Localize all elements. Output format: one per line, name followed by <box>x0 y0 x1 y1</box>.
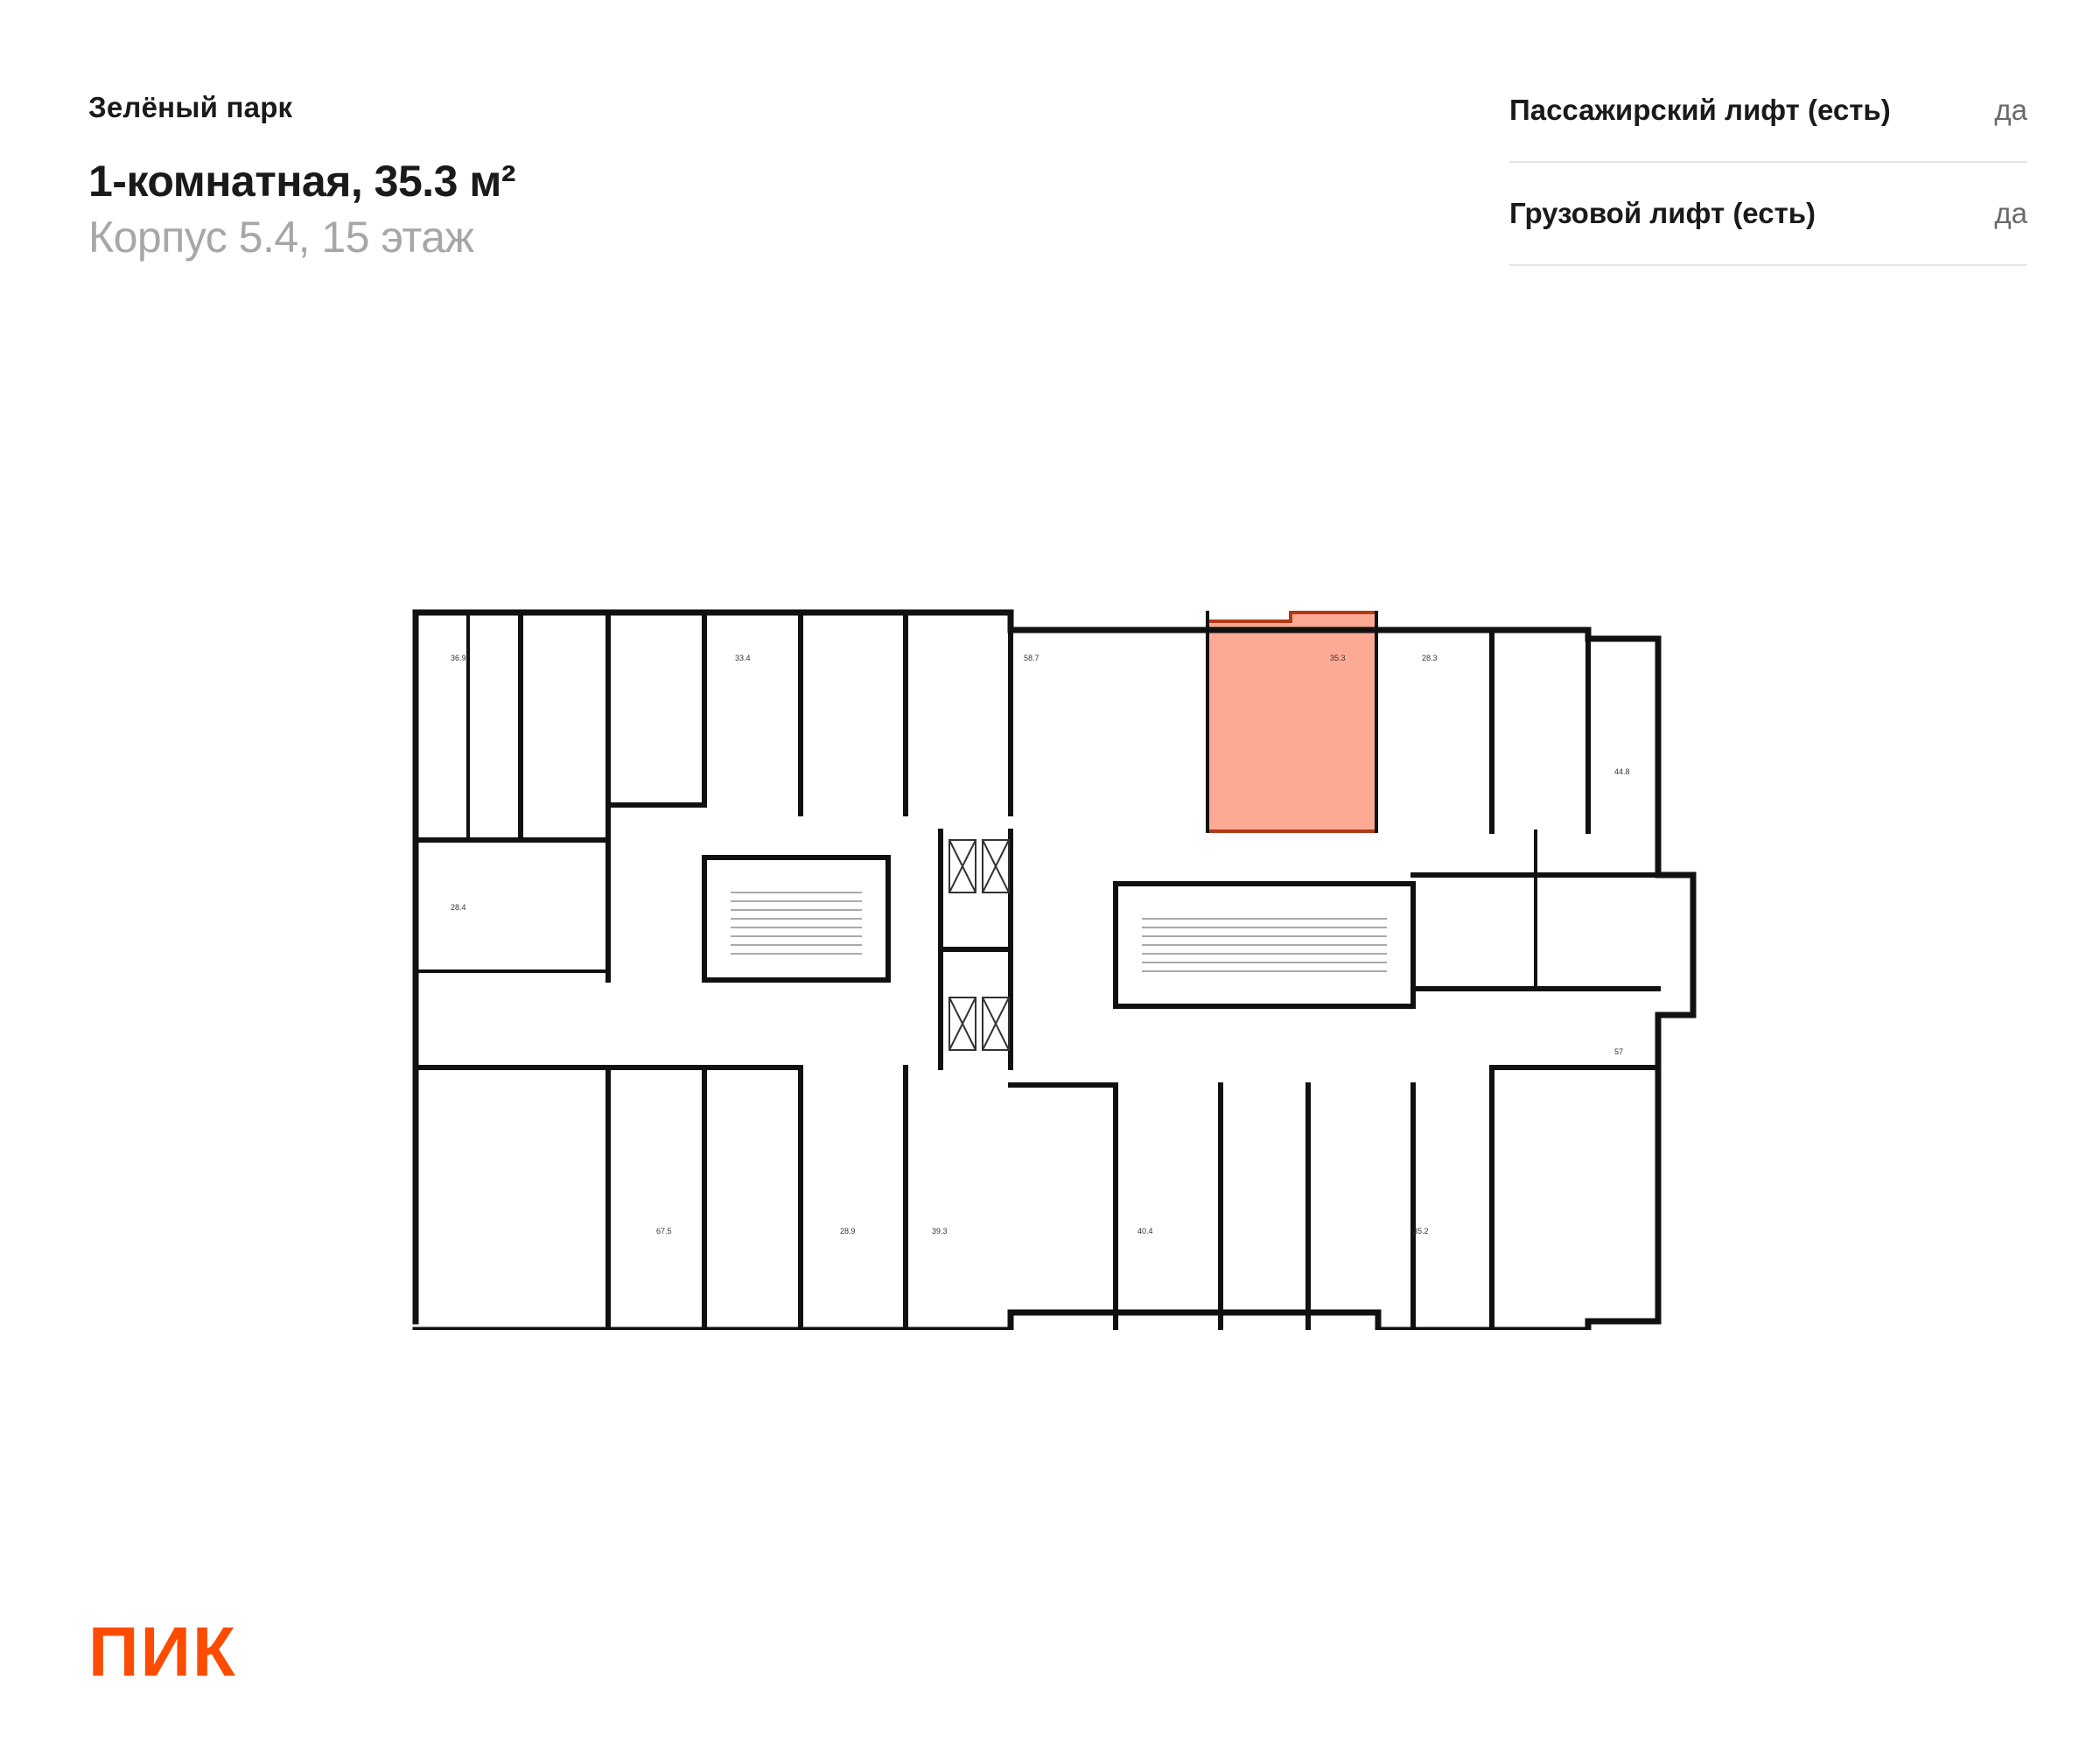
project-name: Зелёный парк <box>88 91 293 123</box>
apartment-title: 1-комнатная, 35.3 м² <box>88 157 516 206</box>
building-floor: Корпус 5.4, 15 этаж <box>88 213 474 262</box>
elevators <box>948 839 1010 1051</box>
unit-area-label[interactable]: 28.3 <box>1422 654 1438 662</box>
pik-logo: ПИК <box>88 1613 237 1690</box>
unit-area-label[interactable]: 58.7 <box>1024 654 1040 662</box>
unit-area-label[interactable]: 39.3 <box>932 1227 948 1236</box>
unit-area-label[interactable]: 67.5 <box>656 1227 672 1236</box>
unit-area-label[interactable]: 57 <box>1614 1047 1623 1056</box>
unit-area-label[interactable]: 35.2 <box>1413 1227 1429 1236</box>
floor-plan-drawing: 36.9 33.4 58.7 35.3 28.3 44.8 28.4 57 67… <box>412 609 1697 1330</box>
unit-area-label-selected[interactable]: 35.3 <box>1330 654 1346 662</box>
features-list: Пассажирский лифт (есть) да Грузовой лиф… <box>1509 60 2027 266</box>
feature-label: Пассажирский лифт (есть) <box>1509 94 1891 126</box>
unit-area-label[interactable]: 28.4 <box>451 903 466 912</box>
unit-area-label[interactable]: 36.9 <box>451 654 466 662</box>
walls <box>412 609 1697 1330</box>
feature-value: да <box>1994 197 2027 229</box>
feature-row-freight-lift: Грузовой лифт (есть) да <box>1509 163 2027 266</box>
stairs <box>731 892 1387 972</box>
feature-label: Грузовой лифт (есть) <box>1509 197 1816 229</box>
feature-value: да <box>1994 94 2027 126</box>
unit-area-label[interactable]: 44.8 <box>1614 767 1630 776</box>
selected-unit-highlight[interactable] <box>1206 611 1378 833</box>
unit-area-label[interactable]: 28.9 <box>840 1227 856 1236</box>
unit-area-label[interactable]: 33.4 <box>735 654 751 662</box>
unit-area-label[interactable]: 40.4 <box>1138 1227 1153 1236</box>
feature-row-passenger-lift: Пассажирский лифт (есть) да <box>1509 60 2027 163</box>
floor-plan: 36.9 33.4 58.7 35.3 28.3 44.8 28.4 57 67… <box>398 578 1728 1330</box>
